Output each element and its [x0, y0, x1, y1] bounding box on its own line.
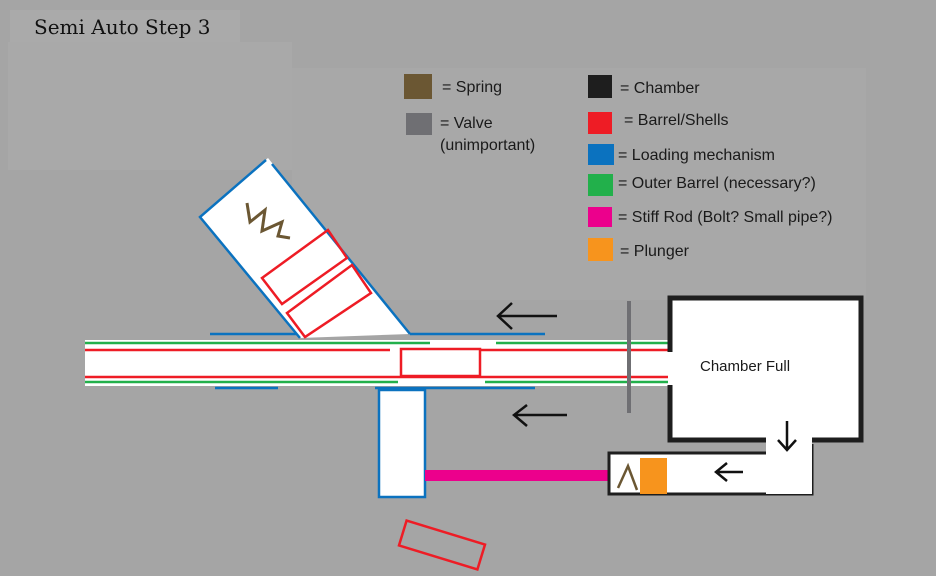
legend-label-plunger: = Plunger	[620, 243, 690, 260]
legend-swatch-barrel	[588, 112, 612, 134]
legend-label-valve: = Valve	[440, 115, 493, 132]
legend-label-barrel: = Barrel/Shells	[624, 112, 729, 129]
legend-label-chamber: = Chamber	[620, 80, 700, 97]
shell-in-loader	[285, 263, 373, 339]
legend-label-stiff-rod: = Stiff Rod (Bolt? Small pipe?)	[618, 209, 832, 226]
legend-swatch-plunger	[588, 238, 613, 261]
arrow-left-icon	[714, 462, 743, 482]
legend-label-spring: = Spring	[442, 79, 502, 96]
chamber-label: Chamber Full	[700, 358, 790, 375]
legend-label-outer-barrel: = Outer Barrel (necessary?)	[618, 175, 816, 192]
diagram-title: Semi Auto Step 3	[34, 15, 210, 39]
plunger	[640, 458, 667, 494]
spring-icon	[245, 202, 291, 240]
barrel	[85, 332, 668, 390]
arrow-down-icon	[777, 421, 797, 452]
legend-panel	[292, 68, 866, 300]
legend-sublabel-valve: (unimportant)	[440, 137, 535, 154]
legend-label-loading: = Loading mechanism	[618, 147, 775, 164]
legend-swatch-spring	[404, 74, 432, 99]
shell-in-barrel	[399, 347, 482, 378]
legend: = Spring = Valve (unimportant) = Chamber…	[404, 74, 832, 261]
angled-loader	[198, 158, 411, 339]
chamber: Chamber Full	[667, 295, 864, 443]
legend-swatch-outer-barrel	[588, 174, 613, 196]
bg-panel	[8, 42, 292, 170]
legend-swatch-chamber	[588, 75, 612, 98]
arrow-left-icon	[512, 404, 567, 427]
legend-swatch-stiff-rod	[588, 207, 612, 227]
legend-swatch-loading	[588, 144, 614, 165]
arrow-left-icon	[496, 302, 557, 330]
legend-swatch-valve	[406, 113, 432, 135]
ejected-shell	[397, 519, 487, 571]
stiff-rod	[425, 470, 641, 481]
vertical-loader	[377, 388, 427, 499]
shell-in-loader	[260, 228, 349, 306]
title-panel	[10, 10, 240, 42]
plunger-tube	[607, 440, 814, 496]
